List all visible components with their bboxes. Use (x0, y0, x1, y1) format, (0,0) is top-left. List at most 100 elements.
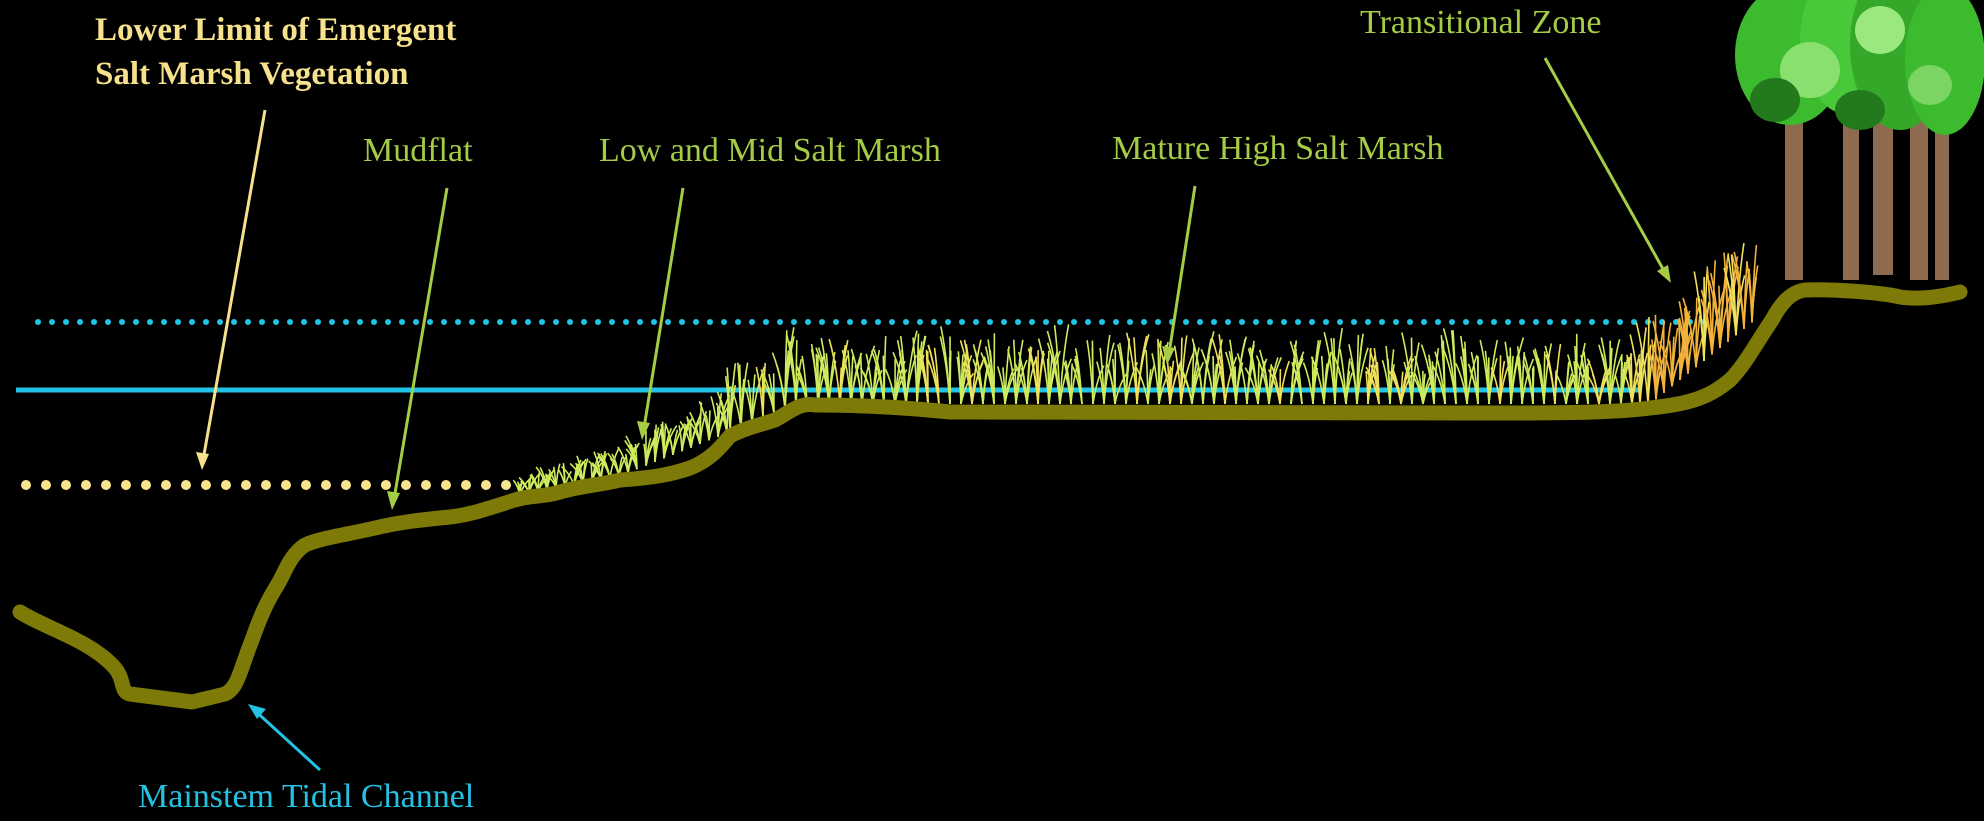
grass-blade (927, 344, 940, 405)
tree-canopy-highlight (1855, 6, 1905, 54)
grass-blade (1293, 344, 1303, 405)
grass-blade (1586, 374, 1600, 405)
grass-blade (1510, 355, 1514, 405)
grass-blade (1583, 351, 1589, 405)
grass-blade (1366, 370, 1380, 405)
grass-blade (1229, 339, 1237, 405)
arrowhead-mudflat (387, 491, 400, 510)
tree-trunk (1843, 120, 1859, 280)
tree-trunk (1910, 115, 1928, 280)
grass-blade (1647, 316, 1650, 405)
grass-blade (1218, 334, 1226, 405)
tree-trunk (1935, 130, 1949, 280)
grass-blade (1654, 314, 1657, 400)
grass-blade (1028, 348, 1039, 405)
grass-blade (1703, 268, 1709, 361)
grass-blade (892, 352, 907, 405)
mudflat-label: Mudflat (363, 132, 473, 169)
grass-blade (1452, 330, 1457, 405)
grass-blade (1442, 340, 1446, 405)
grass-blade (980, 352, 995, 405)
grass-blade (1682, 297, 1697, 368)
grass-blade (1246, 340, 1255, 405)
grass-blade (652, 440, 656, 463)
grass-blade (1330, 338, 1336, 405)
grass-blade (1224, 356, 1238, 405)
pointer-channel (250, 706, 322, 772)
tree-trunk (1873, 110, 1893, 275)
grass-blade (1467, 363, 1479, 405)
grass-blade (882, 355, 885, 405)
grass-blade (1213, 363, 1218, 405)
grass-blade (1710, 273, 1721, 349)
grass-blade (960, 372, 975, 405)
grass-blade (1609, 339, 1621, 405)
grass-blade (1178, 363, 1193, 405)
grass-blade (1356, 338, 1363, 405)
grass-blade (1020, 367, 1028, 405)
grass-blade (1345, 358, 1351, 405)
high-marsh-label: Mature High Salt Marsh (1112, 130, 1444, 167)
pointer-transitional (1543, 57, 1670, 279)
grass-blade (1191, 359, 1198, 405)
grass-blade (839, 340, 849, 405)
grass-blade (1015, 362, 1022, 405)
grass-blade (762, 362, 767, 418)
arrowhead-high-marsh (1162, 346, 1175, 365)
grass-blade (1392, 369, 1402, 405)
grass-blade (1107, 368, 1116, 405)
marsh-ground-profile (12, 282, 1968, 710)
tree-icon (1735, 0, 1984, 280)
tree-canopy-shadow (1750, 78, 1800, 122)
grass-blade (1420, 344, 1435, 405)
grass-blade (916, 341, 923, 405)
grass-blade (1401, 332, 1413, 405)
grass-blade (1063, 362, 1072, 405)
tree-canopy-highlight (1780, 42, 1840, 98)
grass-blade (1257, 358, 1268, 405)
grass-blade (1073, 358, 1083, 405)
tree-canopy-shadow (1835, 90, 1885, 130)
tidal-channel-label: Mainstem Tidal Channel (138, 778, 475, 815)
grass-blade (1545, 354, 1556, 405)
grass-blade (708, 410, 711, 441)
grass-blade (1411, 342, 1420, 405)
grass-blade (961, 361, 973, 405)
grass-blade (634, 443, 638, 470)
grass-blade (768, 373, 775, 414)
grass-blade (1091, 340, 1094, 405)
grass-blade (1678, 317, 1689, 374)
grass-blade (1638, 358, 1641, 405)
grass-blade (1723, 252, 1729, 342)
grass-blade (1522, 360, 1534, 405)
pointer-mudflat (391, 187, 449, 506)
grass-blade (1026, 356, 1038, 405)
grass-blade (726, 367, 731, 433)
grass-blade (1748, 269, 1753, 323)
grass-blade (1002, 367, 1006, 405)
grass-blade (1700, 289, 1713, 355)
grass-blade (1626, 354, 1633, 405)
arrowhead-low-mid (637, 421, 650, 440)
grass-blade (1059, 324, 1070, 405)
grass-blade (1442, 347, 1457, 405)
pointer-low-mid (641, 187, 685, 435)
grass-blade (1516, 356, 1523, 405)
grass-blade (1053, 325, 1061, 405)
grass-blade (1312, 340, 1320, 405)
grass-blade (689, 411, 701, 445)
pointer-high-marsh (1166, 185, 1197, 361)
lower-limit-title: Lower Limit of Emergent Salt Marsh Veget… (95, 8, 456, 96)
grass-blade (1158, 366, 1164, 405)
grass-blade (1484, 350, 1490, 405)
grass-blade (1134, 365, 1149, 405)
grass-blade (1156, 338, 1171, 405)
grass-blade (1566, 354, 1578, 405)
pointer-lower-limit (200, 109, 267, 467)
grass-blade (771, 352, 786, 409)
grass-blade (1268, 356, 1283, 405)
transitional-zone-label: Transitional Zone (1360, 4, 1602, 41)
grass-blade (1668, 340, 1673, 387)
grass-blade (795, 340, 798, 404)
grass-blade (1320, 355, 1325, 405)
